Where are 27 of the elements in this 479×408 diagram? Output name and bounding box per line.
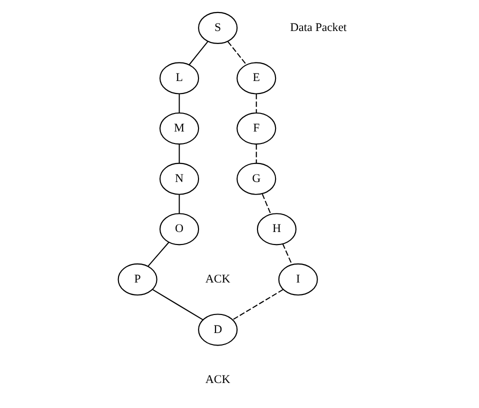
- node-ellipse: E: [236, 62, 276, 94]
- connector: [152, 289, 204, 320]
- node-ellipse: H: [256, 213, 296, 246]
- node-ellipse: F: [236, 112, 276, 145]
- connector: [148, 242, 170, 266]
- node-ellipse: D: [198, 314, 238, 346]
- node-ellipse: L: [160, 62, 200, 94]
- connector: [178, 144, 180, 164]
- connector: [256, 144, 257, 164]
- connector: [228, 41, 247, 66]
- node-ellipse: P: [118, 263, 158, 296]
- connector: [178, 94, 180, 113]
- node-ellipse: N: [160, 162, 200, 195]
- connector: [282, 244, 292, 265]
- label: ACK: [205, 272, 230, 286]
- connector: [178, 194, 180, 214]
- connector: [256, 94, 257, 113]
- connector: [232, 289, 284, 320]
- label: ACK: [205, 373, 230, 386]
- node-ellipse: S: [198, 12, 238, 44]
- connector: [188, 41, 208, 66]
- connector: [262, 194, 272, 214]
- label: Data Packet: [290, 20, 347, 34]
- node-ellipse: M: [160, 112, 200, 145]
- node-ellipse: I: [278, 263, 318, 296]
- node-ellipse: O: [160, 213, 200, 246]
- node-ellipse: G: [236, 162, 276, 195]
